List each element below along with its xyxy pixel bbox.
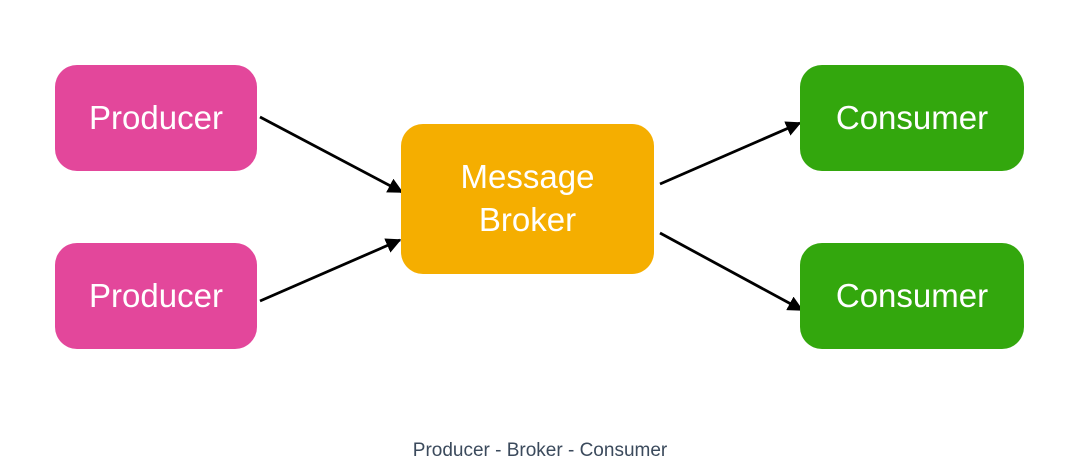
edge-broker-to-consumer-2 (659, 231, 804, 312)
message-broker-node-label: Message Broker (460, 158, 595, 238)
producer-node-1-label: Producer (89, 98, 223, 136)
consumer-node-1: Consumer (800, 65, 1024, 171)
producer-node-2: Producer (55, 243, 257, 349)
edge-producer-1-to-broker (259, 115, 404, 194)
producer-node-1: Producer (55, 65, 257, 171)
edge-broker-to-consumer-1 (659, 121, 802, 186)
message-broker-node: Message Broker (401, 124, 654, 274)
edge-producer-2-to-broker (259, 238, 402, 303)
consumer-node-2-label: Consumer (835, 276, 989, 314)
diagram-caption: Producer - Broker - Consumer (412, 440, 668, 461)
producer-node-2-label: Producer (89, 276, 223, 314)
consumer-node-2: Consumer (800, 243, 1024, 349)
consumer-node-1-label: Consumer (835, 98, 989, 136)
